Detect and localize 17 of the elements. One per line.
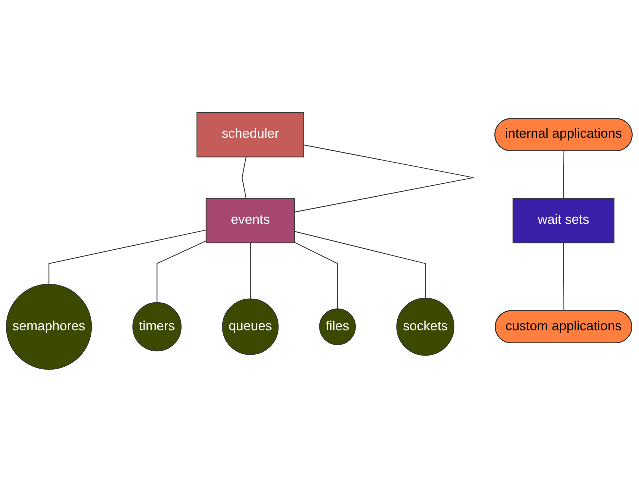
node-circle: queues — [222, 298, 279, 356]
node-circle: files — [319, 308, 356, 346]
node-box: events — [206, 198, 296, 244]
connector — [294, 144, 474, 213]
connector — [563, 150, 565, 199]
connector — [294, 231, 426, 299]
connector — [294, 242, 338, 310]
node-circle: timers — [132, 302, 182, 352]
connector — [156, 240, 207, 304]
node-circle: sockets — [396, 298, 455, 356]
connector — [250, 242, 252, 300]
connector — [563, 242, 565, 312]
connector — [242, 156, 247, 199]
node-box: wait sets — [512, 198, 615, 244]
node-circle: semaphores — [6, 284, 92, 370]
node-box: scheduler — [196, 112, 304, 158]
connector — [48, 230, 207, 285]
